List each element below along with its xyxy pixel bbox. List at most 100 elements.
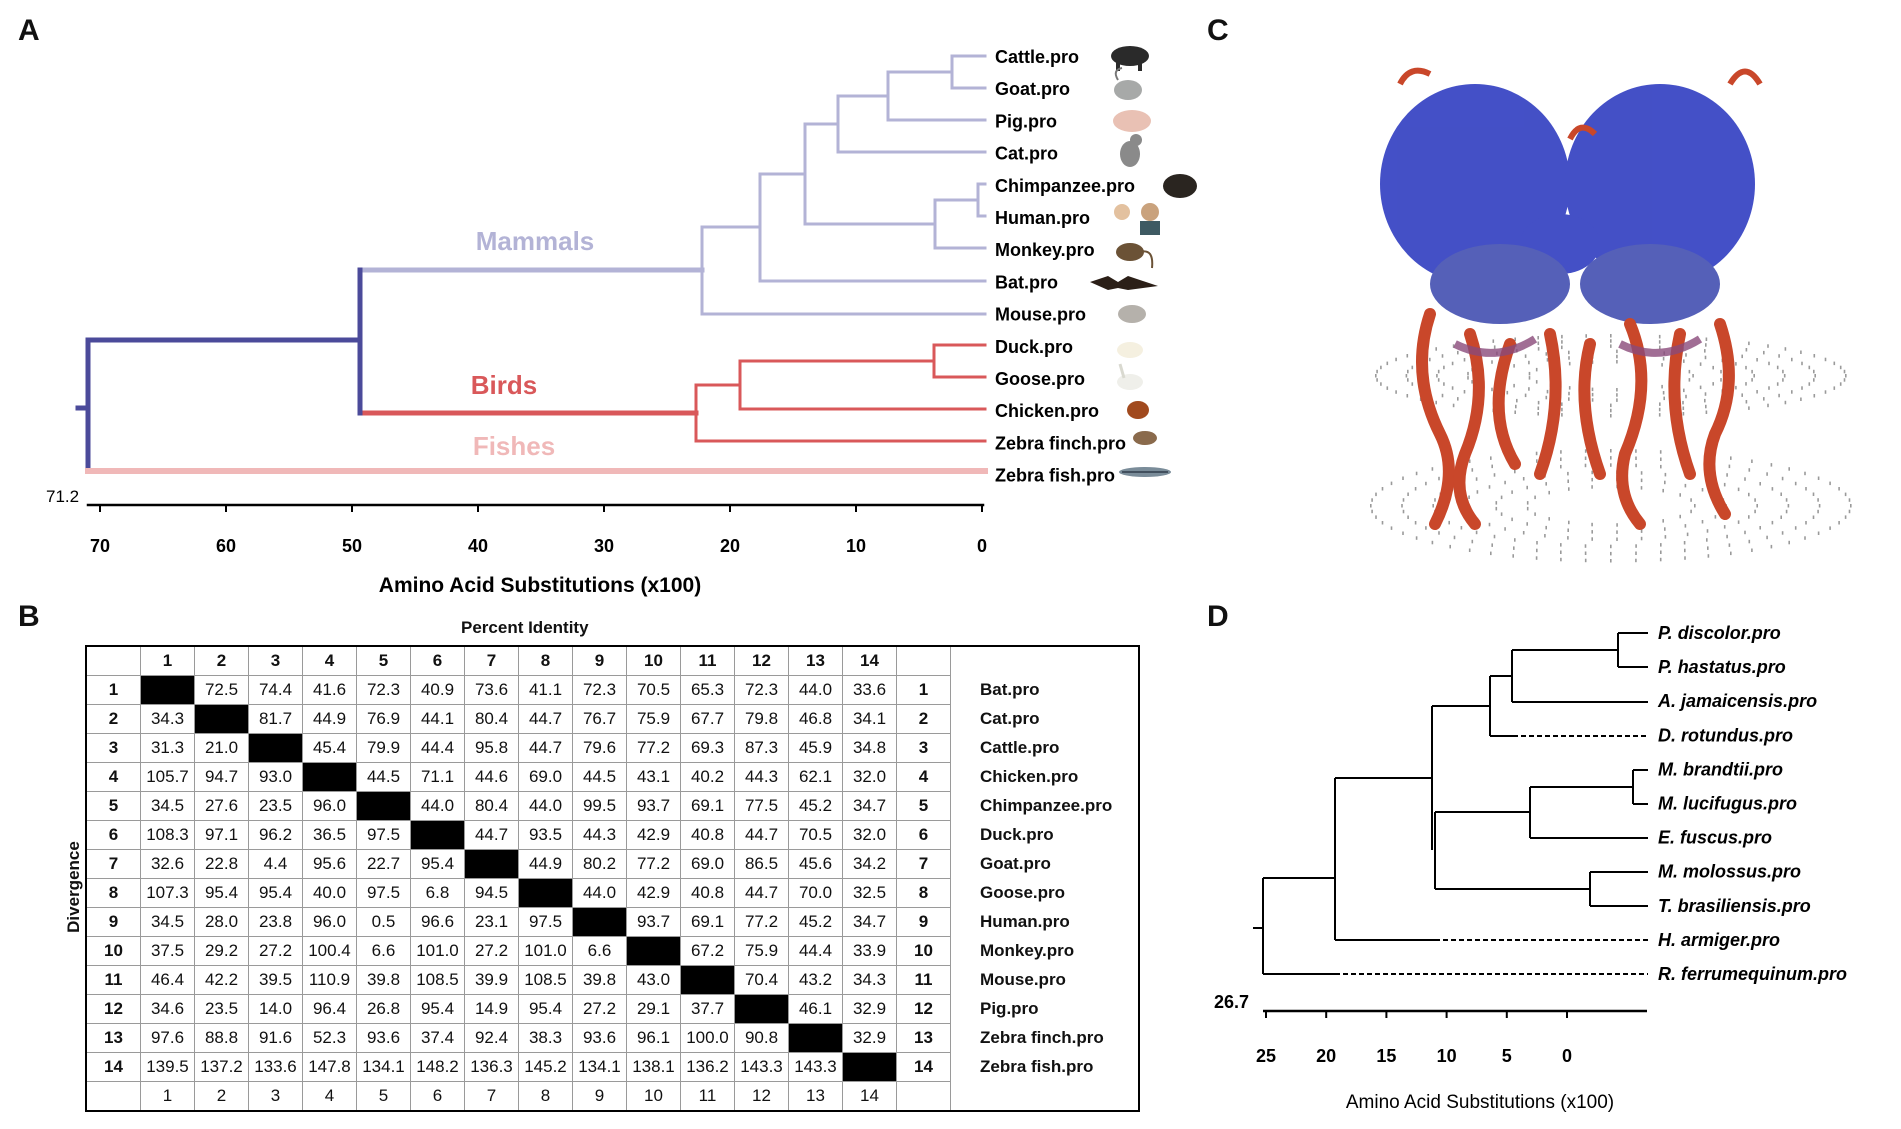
membrane-dot (1794, 526, 1797, 530)
matrix-cell: 86.5 (734, 849, 789, 879)
membrane-dot (1788, 467, 1790, 471)
column-footer: 7 (464, 1081, 519, 1112)
row-number-right: 8 (896, 878, 951, 908)
membrane-dot (1386, 386, 1389, 390)
axis-tick-label: 30 (594, 536, 614, 556)
membrane-dot (1451, 386, 1454, 390)
matrix-cell: 44.5 (356, 762, 411, 792)
membrane-dot (1514, 337, 1516, 341)
diagonal-cell (518, 878, 573, 908)
membrane-dot (1524, 393, 1527, 398)
diagonal-cell (302, 762, 357, 792)
membrane-dot (1791, 390, 1793, 394)
membrane-dot (1380, 382, 1382, 386)
membrane-dot (1471, 468, 1474, 472)
matrix-cell: 43.2 (788, 965, 843, 995)
membrane-dot (1463, 390, 1466, 394)
membrane-dot (1526, 485, 1528, 490)
membrane-dot (1843, 378, 1846, 382)
membrane-dot (1844, 515, 1847, 519)
membrane-dot (1506, 390, 1509, 395)
spacer-cell (950, 849, 974, 879)
matrix-cell: 139.5 (140, 1052, 195, 1082)
matrix-cell: 79.6 (572, 733, 627, 763)
membrane-dot (1658, 340, 1661, 344)
matrix-cell: 37.4 (410, 1023, 465, 1053)
panel-label-d: D (1207, 600, 1229, 633)
matrix-cell: 75.9 (626, 704, 681, 734)
membrane-dot (1448, 520, 1450, 525)
membrane-dot (1452, 403, 1455, 408)
matrix-cell: 44.7 (734, 878, 789, 908)
goat-icon (1114, 67, 1142, 100)
membrane-dot (1754, 498, 1756, 502)
matrix-title: Percent Identity (461, 618, 589, 637)
membrane-dot (1817, 498, 1819, 502)
column-footer: 10 (626, 1081, 681, 1112)
matrix-cell: 38.3 (518, 1023, 573, 1053)
matrix-cell: 33.9 (842, 936, 897, 966)
membrane-dot (1741, 354, 1743, 359)
membrane-dot (1376, 369, 1378, 374)
matrix-cell: 92.4 (464, 1023, 519, 1053)
membrane-dot (1704, 349, 1706, 353)
membrane-dot (1640, 529, 1643, 533)
membrane-dot (1690, 498, 1692, 502)
matrix-cell: 79.8 (734, 704, 789, 734)
membrane-dot (1425, 481, 1427, 486)
matrix-cell: 138.1 (626, 1052, 681, 1082)
membrane-dot (1591, 530, 1593, 534)
membrane-dot (1640, 486, 1643, 490)
membrane-dot (1701, 488, 1704, 492)
membrane-dot (1457, 397, 1459, 401)
membrane-dot (1610, 544, 1612, 549)
membrane-dot (1537, 406, 1540, 410)
matrix-cell: 4.4 (248, 849, 303, 879)
membrane-dot (1476, 490, 1479, 494)
membrane-dot (1415, 536, 1418, 540)
membrane-dot (1728, 543, 1731, 547)
membrane-dot (1610, 559, 1612, 563)
membrane-dot (1744, 477, 1746, 481)
column-header: 11 (680, 645, 735, 676)
matrix-cell: 107.3 (140, 878, 195, 908)
membrane-dot (1536, 541, 1538, 545)
membrane-dot (1435, 347, 1437, 351)
matrix-cell: 44.0 (788, 675, 843, 705)
membrane-dot (1850, 504, 1852, 508)
membrane-dot (1635, 449, 1637, 453)
membrane-dot (1561, 413, 1563, 417)
membrane-dot (1662, 519, 1664, 523)
diagonal-cell (626, 936, 681, 966)
membrane-dot (1585, 334, 1587, 338)
axis-tick-label: 20 (720, 536, 740, 556)
membrane-dot (1528, 376, 1531, 380)
matrix-cell: 45.9 (788, 733, 843, 763)
row-name: Human.pro (980, 912, 1070, 931)
membrane-dot (1682, 400, 1684, 405)
matrix-cell: 44.1 (410, 704, 465, 734)
row-name: Duck.pro (980, 825, 1054, 844)
membrane-dot (1794, 481, 1797, 486)
matrix-cell: 21.0 (194, 733, 249, 763)
membrane-dot (1712, 365, 1714, 370)
spacer-cell (950, 1052, 974, 1082)
membrane-dot (1537, 412, 1539, 416)
membrane-dot (1778, 354, 1780, 358)
membrane-dot (1561, 334, 1563, 339)
membrane-dot (1838, 521, 1840, 525)
diagonal-cell (572, 907, 627, 937)
membrane-dot (1500, 495, 1503, 500)
membrane-dot (1661, 384, 1663, 389)
membrane-dot (1537, 336, 1539, 340)
matrix-cell: 69.3 (680, 733, 735, 763)
membrane-dot (1371, 498, 1373, 502)
membrane-dot (1568, 350, 1570, 355)
membrane-dot (1513, 383, 1515, 388)
membrane-dot (1610, 414, 1612, 418)
membrane-dot (1561, 340, 1563, 344)
column-header: 9 (572, 645, 627, 676)
membrane-dot (1771, 487, 1774, 491)
taxon-label: T. brasiliensis.pro (1658, 896, 1811, 916)
matrix-cell: 134.1 (356, 1052, 411, 1082)
